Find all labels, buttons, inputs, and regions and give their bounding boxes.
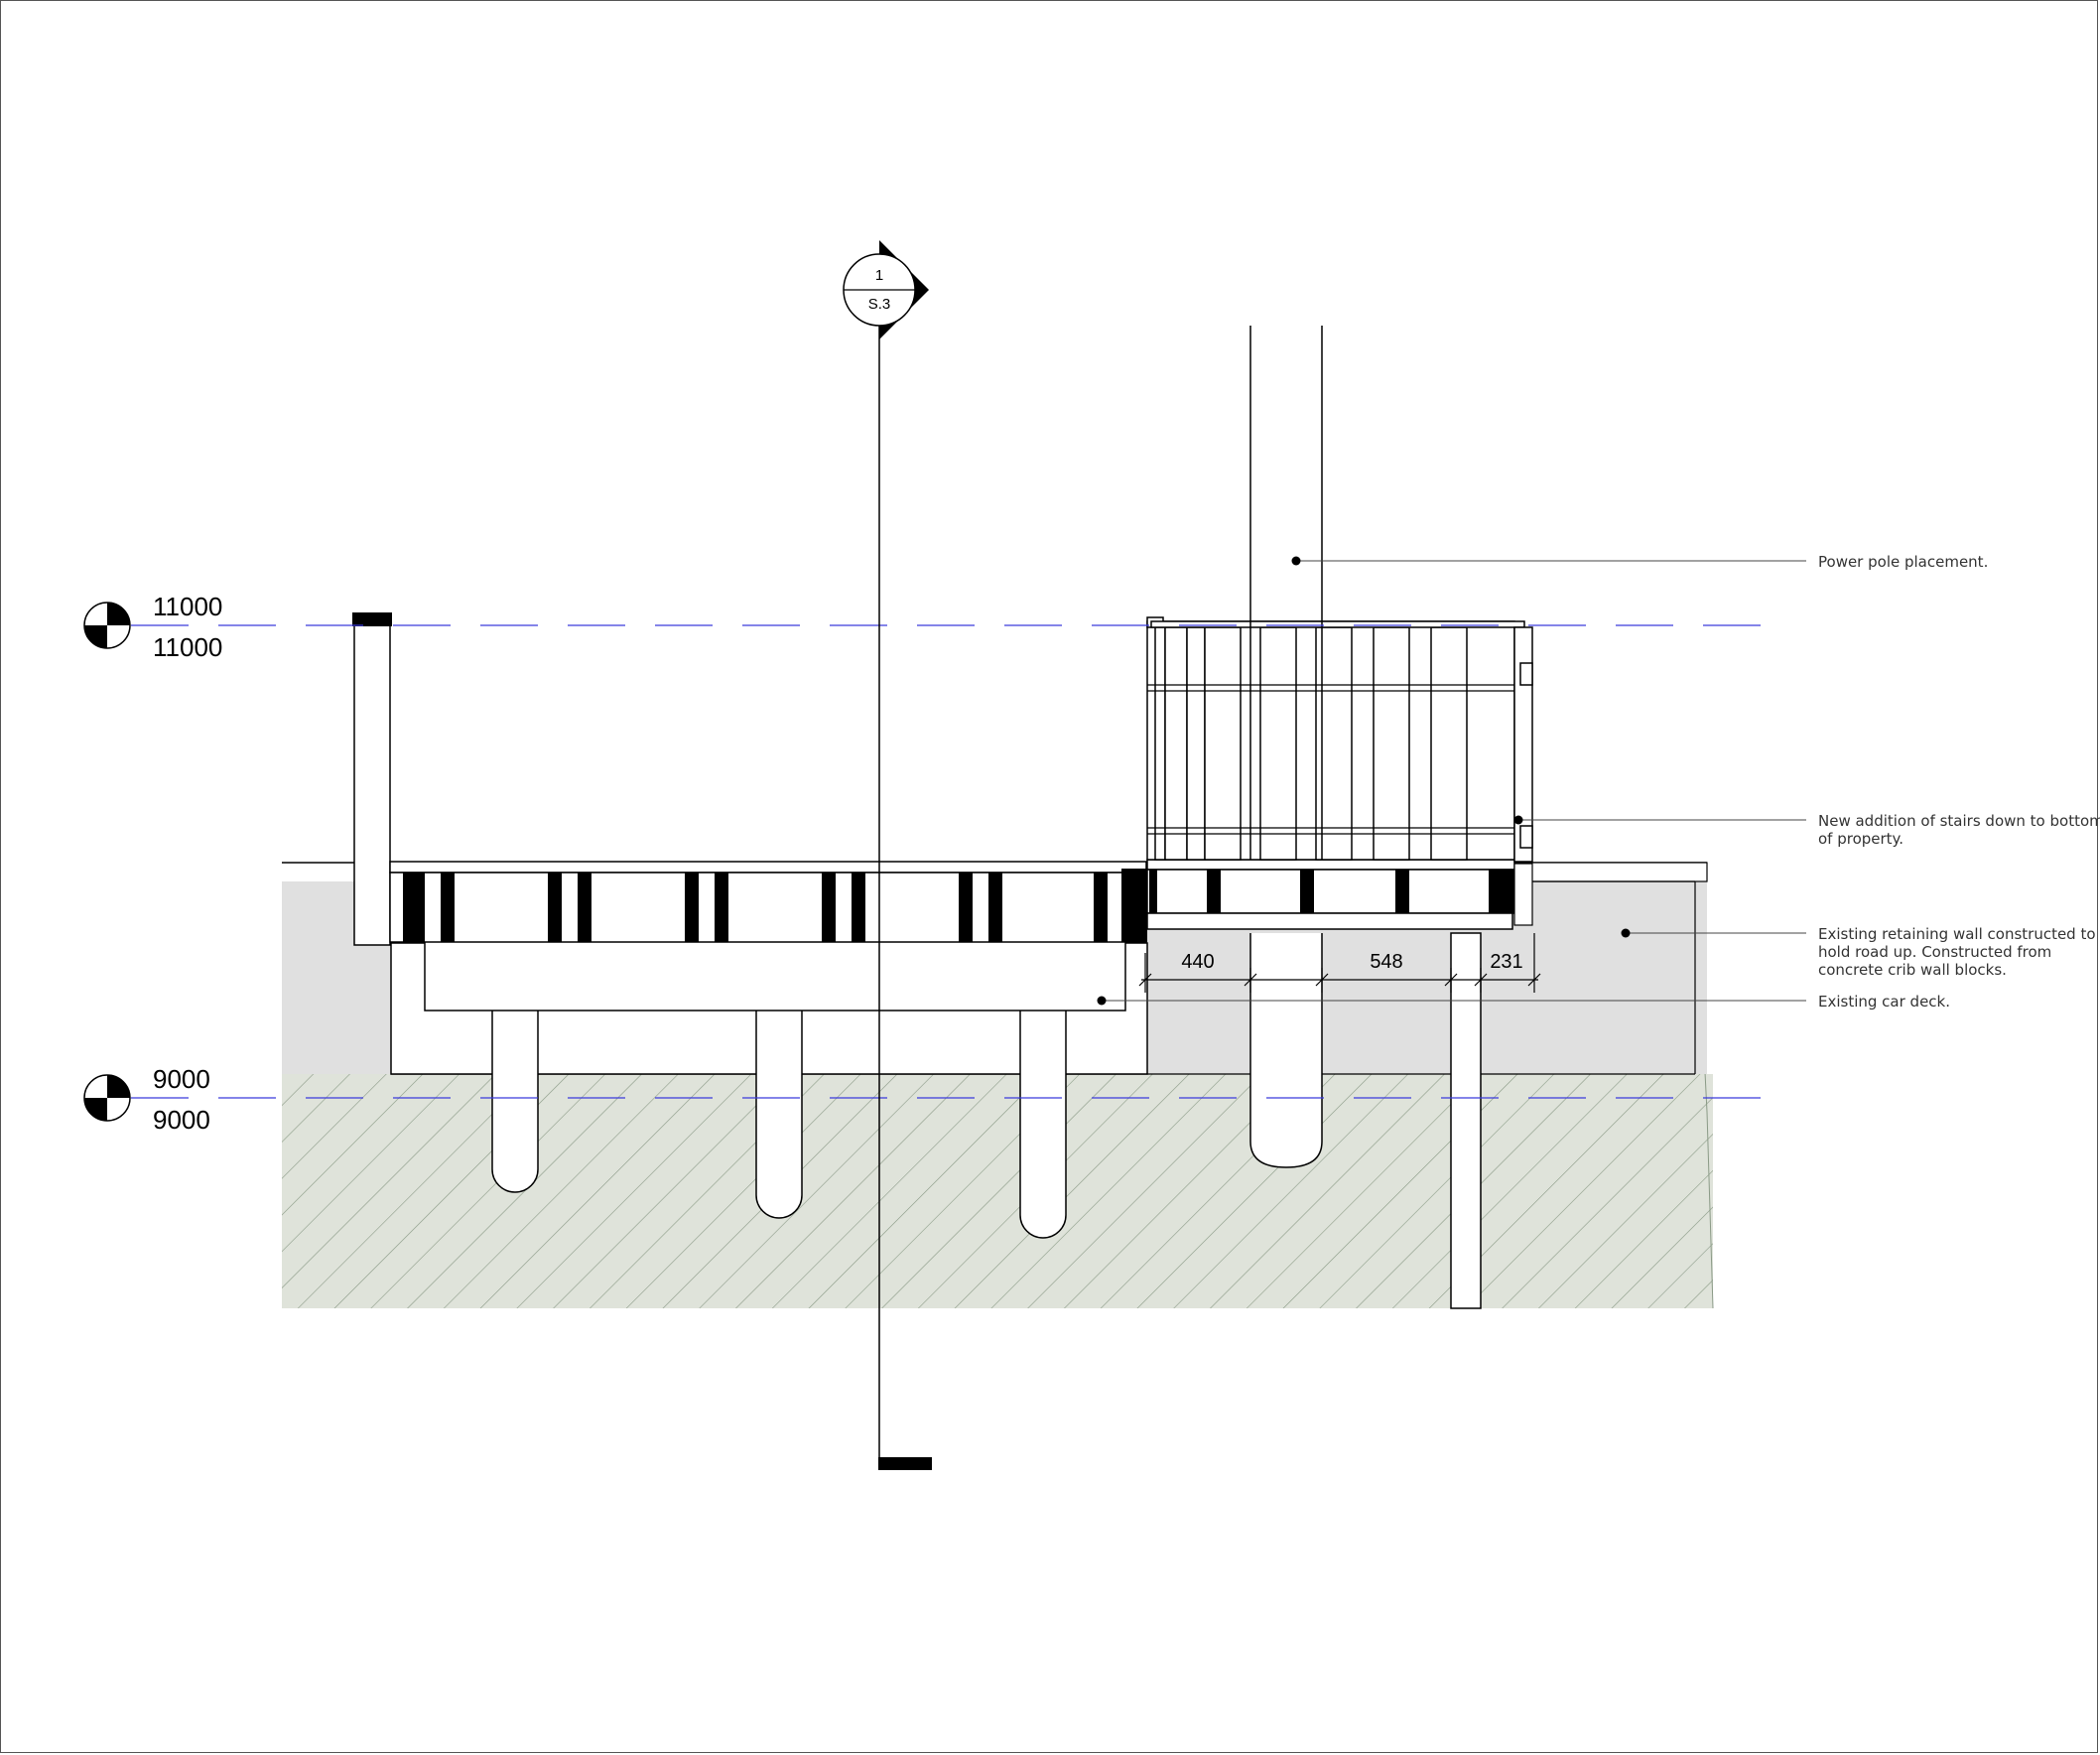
stair-balustrade [1146, 616, 1533, 863]
level-marker-9000 [83, 1074, 131, 1122]
car-deck-joists [403, 869, 1147, 942]
note-retaining-wall-line-3: concrete crib wall blocks. [1818, 961, 2007, 979]
pile-1 [491, 1009, 539, 1193]
section-tag-number: 1 [875, 267, 883, 284]
road-surface-right [1529, 862, 1708, 882]
level-label-lower-9000: 9000 [153, 1105, 210, 1135]
note-stairs-line-1: New addition of stairs down to bottom [1818, 812, 2100, 830]
leader-lines [1102, 560, 1806, 1002]
level-label-upper-11000: 11000 [153, 592, 222, 621]
level-marker-11000 [83, 602, 131, 649]
dimension-label-1: 440 [1181, 951, 1214, 973]
section-tag-sheet: S.3 [868, 296, 891, 313]
section-tag [843, 240, 929, 339]
car-deck-surface [389, 861, 1147, 874]
parapet-cap [352, 612, 392, 626]
stair-post [1450, 932, 1482, 1309]
stair-platform-beam [1146, 912, 1513, 930]
stair-platform-surface [1146, 859, 1515, 871]
dimension-label-2: 548 [1370, 951, 1402, 973]
pile-3 [1019, 1009, 1067, 1239]
note-retaining-wall-line-2: hold road up. Constructed from [1818, 943, 2051, 961]
section-cut-end-mark [878, 1457, 932, 1470]
stair-platform-joist-blocks [1149, 870, 1514, 913]
balustrade-rails [1147, 684, 1514, 835]
level-label-upper-9000: 9000 [153, 1064, 210, 1094]
stair-platform-joists [1146, 869, 1515, 914]
parapet-wall [353, 614, 391, 946]
note-car-deck: Existing car deck. [1818, 993, 1950, 1011]
note-power-pole: Power pole placement. [1818, 553, 1988, 571]
leader-dots [1097, 556, 1631, 1006]
pile-2 [755, 1009, 803, 1219]
note-stairs-line-2: of property. [1818, 830, 1903, 848]
note-retaining-wall-line-1: Existing retaining wall constructed to [1818, 925, 2096, 943]
power-pole-footing [1249, 933, 1323, 1168]
level-label-lower-11000: 11000 [153, 632, 222, 662]
dimension-label-3: 231 [1490, 951, 1522, 973]
car-deck-joist-band [389, 872, 1147, 943]
dimension-line [1138, 933, 1541, 993]
stair-platform-edge [1513, 863, 1533, 926]
power-pole [1249, 326, 1323, 860]
car-deck-beam [424, 940, 1126, 1012]
